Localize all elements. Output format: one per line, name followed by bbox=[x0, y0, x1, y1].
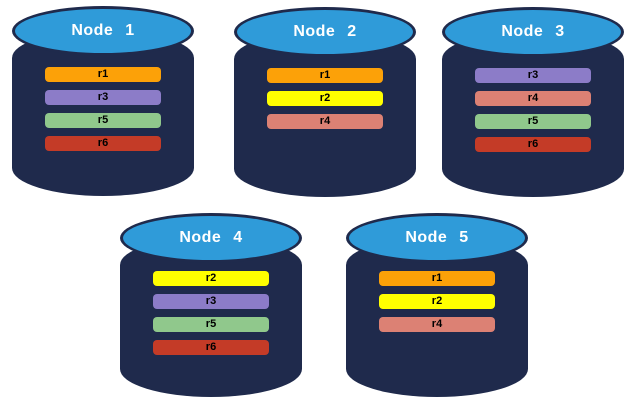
replica-label: r3 bbox=[527, 69, 539, 81]
node-5-title: Node 5 bbox=[405, 228, 469, 246]
node-5-cylinder: Node 5 r1 r2 r4 bbox=[346, 213, 528, 397]
replica-bar-r6: r6 bbox=[475, 137, 591, 152]
replica-label: r1 bbox=[97, 68, 109, 80]
node-4-replica-list: r2 r3 r5 r6 bbox=[153, 271, 269, 355]
replica-label: r3 bbox=[97, 91, 109, 103]
replica-bar-r2: r2 bbox=[267, 91, 383, 106]
node-3-cylinder: Node 3 r3 r4 r5 r6 bbox=[442, 7, 624, 197]
replica-label: r5 bbox=[205, 318, 217, 330]
node-3-replica-list: r3 r4 r5 r6 bbox=[475, 68, 591, 152]
replica-label: r2 bbox=[319, 92, 331, 104]
replica-bar-r3: r3 bbox=[475, 68, 591, 83]
replica-bar-r1: r1 bbox=[45, 67, 161, 82]
node-2-cylinder-top: Node 2 bbox=[234, 7, 416, 57]
replica-bar-r6: r6 bbox=[45, 136, 161, 151]
node-1-replica-list: r1 r3 r5 r6 bbox=[45, 67, 161, 151]
node-2-title: Node 2 bbox=[293, 22, 357, 40]
replica-label: r2 bbox=[431, 295, 443, 307]
replica-label: r1 bbox=[319, 69, 331, 81]
node-1-title: Node 1 bbox=[71, 21, 135, 39]
replica-bar-r5: r5 bbox=[45, 113, 161, 128]
node-1-cylinder: Node 1 r1 r3 r5 r6 bbox=[12, 6, 194, 196]
node-2-cylinder: Node 2 r1 r2 r4 bbox=[234, 7, 416, 197]
node-4-cylinder-top: Node 4 bbox=[120, 213, 302, 263]
replica-label: r3 bbox=[205, 295, 217, 307]
replica-label: r6 bbox=[97, 137, 109, 149]
node-3-title: Node 3 bbox=[501, 22, 565, 40]
replica-label: r1 bbox=[431, 272, 443, 284]
node-5-replica-list: r1 r2 r4 bbox=[379, 271, 495, 332]
node-4-title: Node 4 bbox=[179, 228, 243, 246]
replica-label: r5 bbox=[527, 115, 539, 127]
node-3-cylinder-top: Node 3 bbox=[442, 7, 624, 57]
replica-bar-r4: r4 bbox=[379, 317, 495, 332]
replica-bar-r1: r1 bbox=[267, 68, 383, 83]
replica-bar-r4: r4 bbox=[475, 91, 591, 106]
node-2-replica-list: r1 r2 r4 bbox=[267, 68, 383, 129]
node-1-cylinder-top: Node 1 bbox=[12, 6, 194, 56]
replica-label: r6 bbox=[527, 138, 539, 150]
replica-bar-r3: r3 bbox=[153, 294, 269, 309]
replica-bar-r2: r2 bbox=[153, 271, 269, 286]
replica-label: r4 bbox=[319, 115, 331, 127]
node-5-cylinder-top: Node 5 bbox=[346, 213, 528, 263]
replica-label: r2 bbox=[205, 272, 217, 284]
replica-bar-r5: r5 bbox=[475, 114, 591, 129]
replica-bar-r5: r5 bbox=[153, 317, 269, 332]
replica-bar-r6: r6 bbox=[153, 340, 269, 355]
replica-label: r4 bbox=[431, 318, 443, 330]
replica-bar-r3: r3 bbox=[45, 90, 161, 105]
replica-label: r4 bbox=[527, 92, 539, 104]
replica-label: r6 bbox=[205, 341, 217, 353]
replica-bar-r2: r2 bbox=[379, 294, 495, 309]
replica-label: r5 bbox=[97, 114, 109, 126]
replica-bar-r1: r1 bbox=[379, 271, 495, 286]
node-4-cylinder: Node 4 r2 r3 r5 r6 bbox=[120, 213, 302, 397]
replica-bar-r4: r4 bbox=[267, 114, 383, 129]
